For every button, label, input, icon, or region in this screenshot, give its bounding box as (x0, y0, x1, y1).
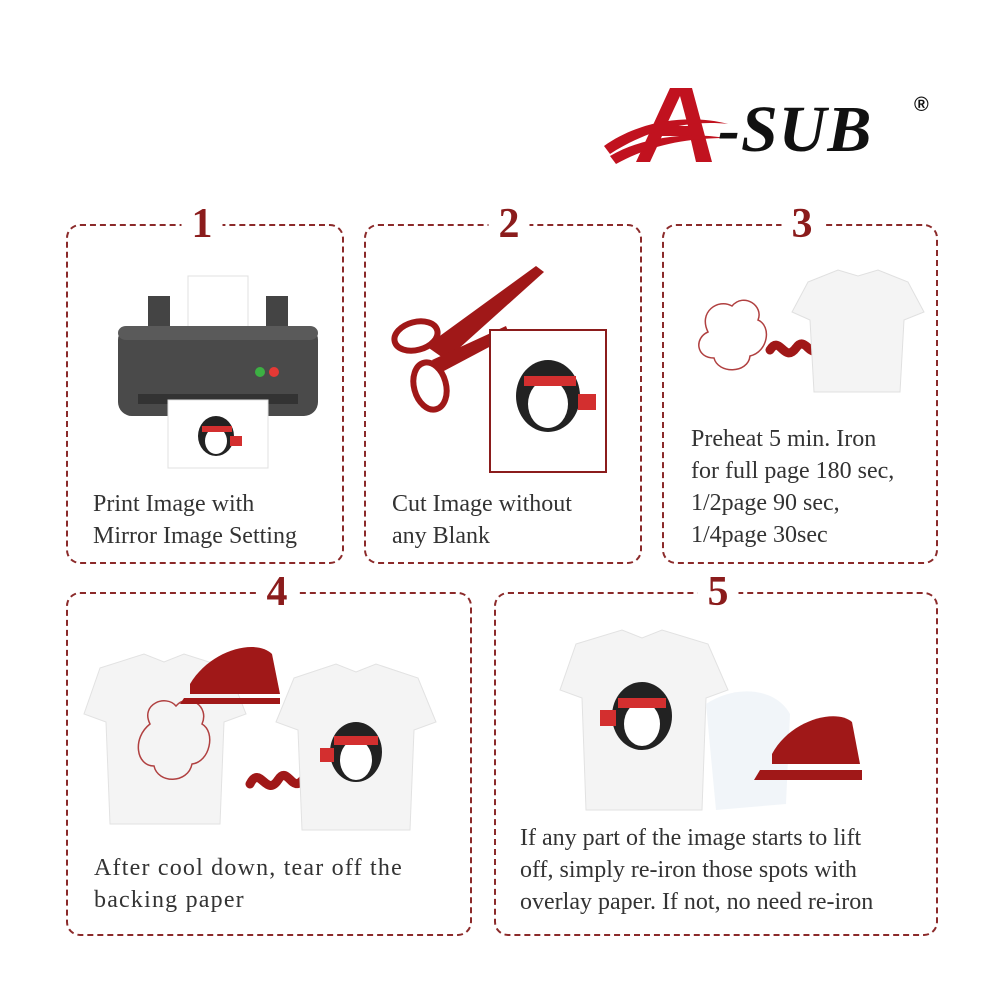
re-iron-illustration-icon (559, 629, 862, 811)
step-panel-3: 3 Preheat 5 min. Iron for full page 180 … (662, 202, 938, 564)
t-shirt-icon (559, 629, 729, 811)
step-number: 4 (256, 570, 298, 614)
step-panel-5: 5 If any part of the image starts to lif… (494, 570, 938, 936)
t-shirt-icon (275, 663, 437, 831)
tear-off-illustration-icon (83, 646, 437, 831)
scissors-icon (391, 266, 607, 473)
penguin-icon (198, 416, 242, 456)
printer-icon (118, 275, 318, 469)
step-caption: If any part of the image starts to lift … (520, 825, 874, 915)
penguin-icon (600, 682, 672, 750)
penguin-icon (320, 722, 382, 782)
step-panel-2: 2 Cut Image without any Blank (364, 202, 642, 564)
step-caption: After cool down, tear off the backing pa… (94, 855, 403, 913)
step-caption: Cut Image without any Blank (392, 491, 572, 549)
step-number: 2 (488, 202, 530, 246)
brand-logo: -SUB ® (600, 80, 940, 180)
overlay-paper-icon (706, 691, 790, 810)
registered-mark: ® (914, 94, 929, 116)
step-panel-1: 1 Print Image with Mirror Image Setting (66, 202, 344, 564)
iron-icon (754, 716, 862, 780)
step-number: 5 (697, 570, 739, 614)
step-caption: Print Image with Mirror Image Setting (93, 491, 297, 549)
step-number: 1 (181, 202, 223, 246)
brand-name: -SUB (718, 93, 873, 166)
step-panel-4: 4 After cool down, tear off the backing … (66, 570, 472, 936)
step-number: 3 (781, 202, 823, 246)
penguin-icon (516, 360, 596, 432)
t-shirt-icon (83, 653, 247, 825)
preheat-illustration-icon (698, 269, 925, 393)
t-shirt-icon (791, 269, 925, 393)
a-swoosh-logo-icon (604, 88, 728, 164)
step-caption: Preheat 5 min. Iron for full page 180 se… (691, 426, 895, 548)
iron-icon (180, 646, 280, 704)
